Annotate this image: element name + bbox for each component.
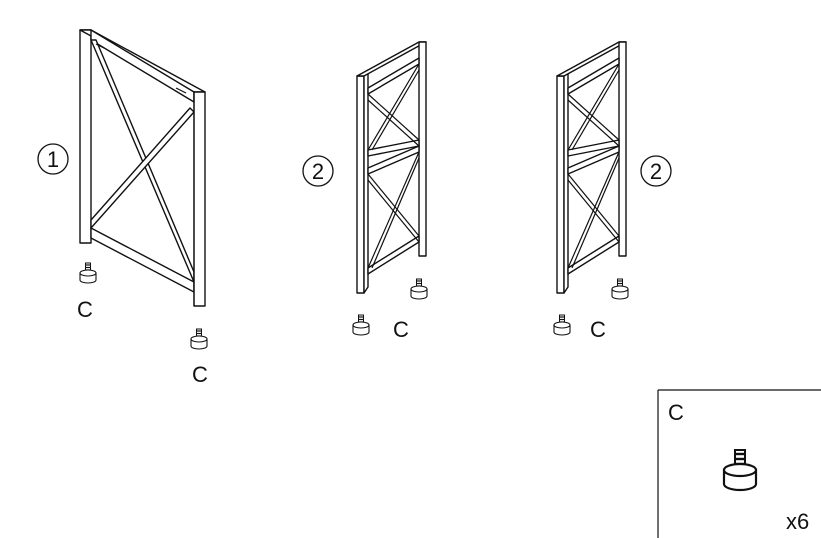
frame-2-left-part-label: C <box>393 317 409 342</box>
frame-2-right-foot-left <box>553 314 571 336</box>
frame-1-number-badge: 1 <box>37 143 69 175</box>
frame-1 <box>79 29 206 307</box>
frame-2-left-number: 2 <box>312 159 324 184</box>
frame-2-right-foot-right <box>611 278 629 300</box>
frame-2-right-part-label: C <box>590 317 606 342</box>
parts-box: C x6 <box>657 389 821 538</box>
frame-2-left-number-badge: 2 <box>302 155 334 187</box>
frame-2-right <box>556 41 627 294</box>
frame-2-left-foot-right <box>410 278 428 300</box>
frame-1-foot-left <box>79 262 97 284</box>
parts-box-foot <box>722 449 758 492</box>
frame-2-right-number-badge: 2 <box>640 155 672 187</box>
frame-2-left <box>356 41 427 294</box>
frame-2-left-foot-left <box>352 314 370 336</box>
parts-box-quantity: x6 <box>786 509 809 534</box>
frame-1-part-label-left: C <box>77 297 93 322</box>
frame-1-foot-right <box>190 328 208 350</box>
parts-box-label: C <box>668 400 684 425</box>
frame-1-number: 1 <box>47 147 59 172</box>
frame-1-part-label-right: C <box>192 362 208 387</box>
frame-2-right-number: 2 <box>650 159 662 184</box>
